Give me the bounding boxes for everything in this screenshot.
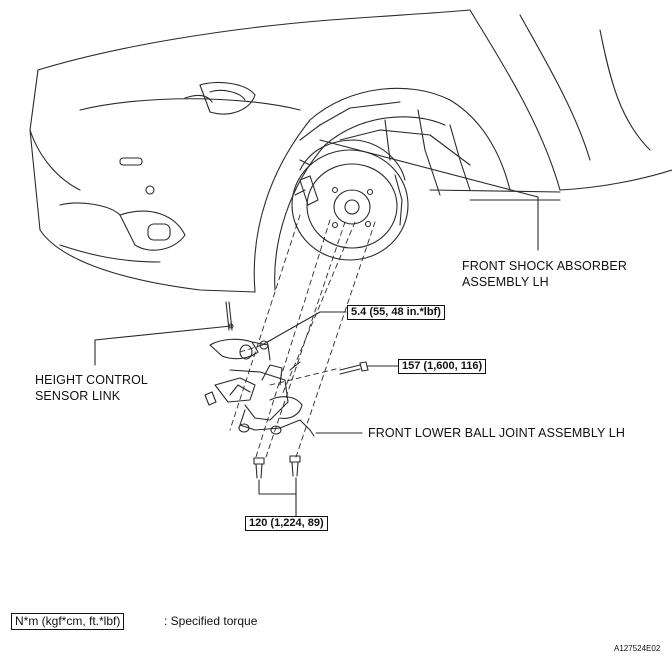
side-marker <box>119 157 143 166</box>
callout-height-sensor-line1: HEIGHT CONTROL <box>35 373 148 387</box>
wheel-arch <box>253 87 511 293</box>
side-bolt <box>339 361 399 375</box>
headlamp <box>184 81 256 115</box>
callout-height-sensor-line2: SENSOR LINK <box>35 389 121 403</box>
torque-side-bolt: 157 (1,600, 116) <box>398 359 487 374</box>
round-lamp <box>145 185 155 195</box>
shock-absorber-leader <box>319 139 539 198</box>
brake-disc-hub <box>291 139 409 261</box>
figure-code: A127524E02 <box>614 644 661 653</box>
callout-shock-absorber-line1: FRONT SHOCK ABSORBER <box>462 259 627 273</box>
legend-unit-box: N*m (kgf*cm, ft.*lbf) <box>11 613 125 630</box>
torque-bottom-bolts: 120 (1,224, 89) <box>245 516 328 531</box>
callout-ball-joint: FRONT LOWER BALL JOINT ASSEMBLY LH <box>368 426 625 440</box>
bottom-bolts <box>253 455 301 517</box>
height-sensor-link <box>94 301 234 366</box>
ball-joint-assembly <box>204 338 315 437</box>
fog-lamp <box>59 202 186 263</box>
car-body-outline <box>29 9 672 293</box>
torque-nut-small: 5.4 (55, 48 in.*lbf) <box>347 305 445 320</box>
nut-leader <box>261 311 321 346</box>
legend-unit-description: : Specified torque <box>164 614 258 628</box>
callout-shock-absorber-line2: ASSEMBLY LH <box>462 275 549 289</box>
